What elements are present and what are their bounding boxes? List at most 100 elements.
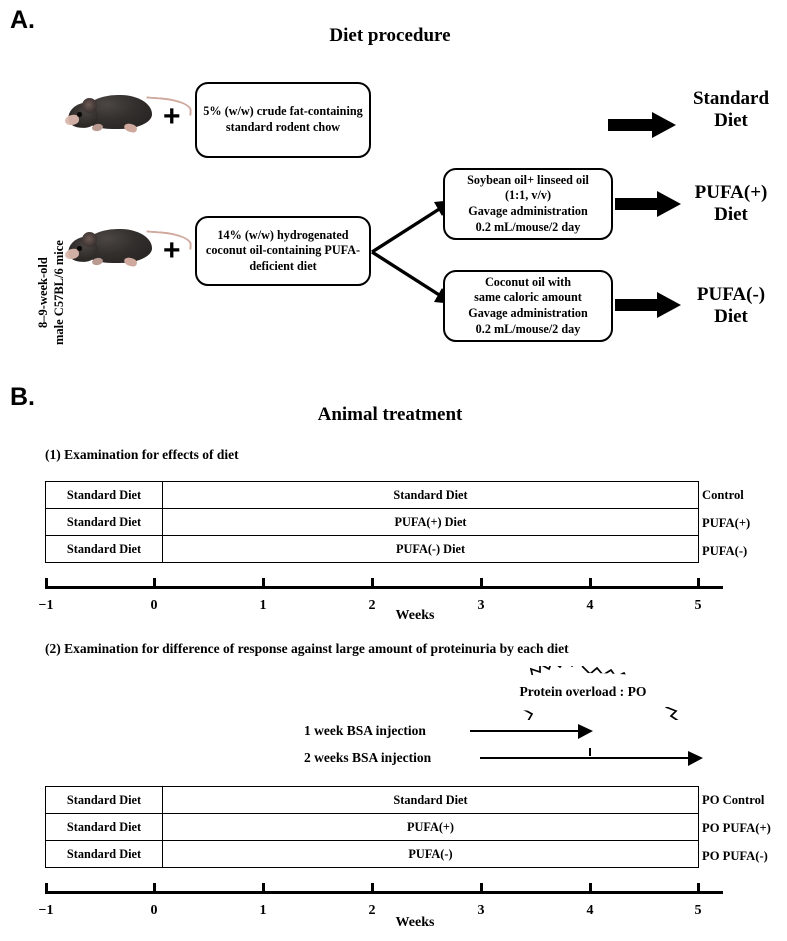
cell-main: PUFA(+) xyxy=(162,813,699,841)
experiment2-table: Standard Diet Standard Diet Standard Die… xyxy=(45,786,699,868)
output-standard-diet-l1: Standard xyxy=(692,88,770,109)
output-pufa-minus-l2: Diet xyxy=(714,305,748,327)
axis1-tick-5 xyxy=(589,578,592,587)
box-standard-chow: 5% (w/w) crude fat-containing standard r… xyxy=(195,82,371,158)
injection-label-2weeks: 2 weeks BSA injection xyxy=(304,750,432,765)
axis2-tick-1 xyxy=(153,883,156,892)
axis2-ticklabel-6: 5 xyxy=(694,903,702,918)
axis2-tick-4 xyxy=(480,883,483,892)
box-pufa-deficient-diet: 14% (w/w) hydrogenated coconut oil-conta… xyxy=(195,216,371,286)
axis1-tick-3 xyxy=(371,578,374,587)
axis2-ticklabel-4: 3 xyxy=(477,903,485,918)
axis2-label-weeks: Weeks xyxy=(395,915,435,930)
axis2-ticklabel-5: 4 xyxy=(586,903,594,918)
cell-main: Standard Diet xyxy=(162,481,699,509)
experiment2-row-label-po-pufa-minus: PO PUFA(-) xyxy=(702,849,768,863)
axis1-tick-2 xyxy=(262,578,265,587)
mouse-strain-line1: 8–9-week-old xyxy=(36,257,50,328)
axis1-ticklabel-0: −1 xyxy=(38,598,54,613)
cell-main: PUFA(-) xyxy=(162,840,699,868)
axis1-ticklabel-1: 0 xyxy=(150,598,158,613)
experiment1-row-label-pufa-minus: PUFA(-) xyxy=(702,544,748,558)
pufa-plus-gavage-l2: (1:1, v/v) xyxy=(504,188,551,203)
panel-a-letter: A. xyxy=(10,6,35,34)
experiment2-row-label-po-pufa-plus: PO PUFA(+) xyxy=(702,821,771,835)
starburst-label: Protein overload : PO xyxy=(519,684,647,699)
injection-arrow-2weeks-tick xyxy=(589,748,592,756)
table-row: Standard Diet PUFA(+) Diet xyxy=(45,508,699,536)
box-pufa-plus-gavage: Soybean oil+ linseed oil (1:1, v/v) Gava… xyxy=(443,168,613,240)
table-row: Standard Diet Standard Diet xyxy=(45,481,699,509)
starburst-inner-ellipse xyxy=(466,673,700,713)
panel-b-title: Animal treatment xyxy=(317,404,463,425)
box-pufa-minus-gavage: Coconut oil with same caloric amount Gav… xyxy=(443,270,613,342)
block-arrow-pufa-minus xyxy=(615,292,681,318)
output-pufa-minus-l1: PUFA(-) xyxy=(696,284,766,305)
pufa-minus-gavage-l1: Coconut oil with xyxy=(484,274,571,289)
axis2-tick-0 xyxy=(45,883,48,892)
axis1-ticklabel-2: 1 xyxy=(259,598,267,613)
table-row: Standard Diet PUFA(-) xyxy=(45,840,699,868)
cell-pre: Standard Diet xyxy=(45,535,163,563)
pufa-plus-gavage-l3: Gavage administration xyxy=(468,204,588,218)
output-pufa-minus-diet: PUFA(-) Diet xyxy=(676,284,786,328)
mouse-ear xyxy=(82,98,97,113)
output-standard-diet-l2: Diet xyxy=(714,109,748,131)
cell-main: PUFA(+) Diet xyxy=(162,508,699,536)
axis1-ticklabel-6: 5 xyxy=(694,598,702,613)
panel-b-letter: B. xyxy=(10,383,35,411)
axis2-ticklabel-3: 2 xyxy=(368,903,376,918)
injection-arrow-1week-head xyxy=(578,724,593,739)
experiment2-heading: (2) Examination for difference of respon… xyxy=(45,641,569,656)
experiment1-row-label-control: Control xyxy=(702,488,744,502)
pufa-minus-gavage-l3: Gavage administration xyxy=(468,306,588,320)
pufa-plus-gavage-l1: Soybean oil+ linseed oil xyxy=(467,172,589,187)
axis1-tick-0 xyxy=(45,578,48,587)
axis1-ticklabel-5: 4 xyxy=(586,598,594,613)
injection-arrow-1week-line xyxy=(470,730,582,733)
table-row: Standard Diet PUFA(+) xyxy=(45,813,699,841)
axis1-tick-1 xyxy=(153,578,156,587)
pufa-plus-gavage-l4: 0.2 mL/mouse/2 day xyxy=(475,219,581,234)
experiment2-axis-line xyxy=(45,891,723,895)
experiment2-row-label-po-control: PO Control xyxy=(702,793,765,807)
cell-pre: Standard Diet xyxy=(45,813,163,841)
axis1-tick-4 xyxy=(480,578,483,587)
pufa-minus-gavage-l4: 0.2 mL/mouse/2 day xyxy=(475,321,581,336)
experiment1-row-label-pufa-plus: PUFA(+) xyxy=(702,516,751,530)
cell-pre: Standard Diet xyxy=(45,840,163,868)
axis2-tick-2 xyxy=(262,883,265,892)
mouse-eye xyxy=(77,112,82,117)
experiment1-heading: (1) Examination for effects of diet xyxy=(45,447,239,462)
block-arrow-standard xyxy=(608,112,676,138)
output-pufa-plus-diet: PUFA(+) Diet xyxy=(676,182,786,226)
cell-main: PUFA(-) Diet xyxy=(162,535,699,563)
injection-arrow-2weeks-line xyxy=(480,757,692,760)
mouse-photo-top xyxy=(64,88,194,138)
output-pufa-plus-l1: PUFA(+) xyxy=(694,182,768,203)
output-pufa-plus-l2: Diet xyxy=(714,203,748,225)
plus-sign-top: + xyxy=(163,100,181,133)
injection-label-1week: 1 week BSA injection xyxy=(304,723,426,738)
axis1-tick-6 xyxy=(697,578,700,587)
mouse-eye xyxy=(77,246,82,251)
pufa-minus-gavage-l2: same caloric amount xyxy=(474,290,582,305)
axis2-ticklabel-0: −1 xyxy=(38,903,54,918)
axis2-tick-3 xyxy=(371,883,374,892)
table-row: Standard Diet PUFA(-) Diet xyxy=(45,535,699,563)
table-row: Standard Diet Standard Diet xyxy=(45,786,699,814)
block-arrow-pufa-plus xyxy=(615,191,681,217)
mouse-ear xyxy=(82,232,97,247)
cell-pre: Standard Diet xyxy=(45,481,163,509)
axis2-ticklabel-1: 0 xyxy=(150,903,158,918)
axis1-ticklabel-3: 2 xyxy=(368,598,376,613)
plus-sign-bottom: + xyxy=(163,234,181,267)
cell-pre: Standard Diet xyxy=(45,508,163,536)
panel-a-title: Diet procedure xyxy=(329,25,451,46)
experiment1-axis-line xyxy=(45,586,723,590)
axis2-tick-6 xyxy=(697,883,700,892)
output-standard-diet: Standard Diet xyxy=(676,88,786,132)
mouse-photo-bottom xyxy=(64,222,194,272)
injection-arrow-2weeks-head xyxy=(688,751,703,766)
cell-main: Standard Diet xyxy=(162,786,699,814)
